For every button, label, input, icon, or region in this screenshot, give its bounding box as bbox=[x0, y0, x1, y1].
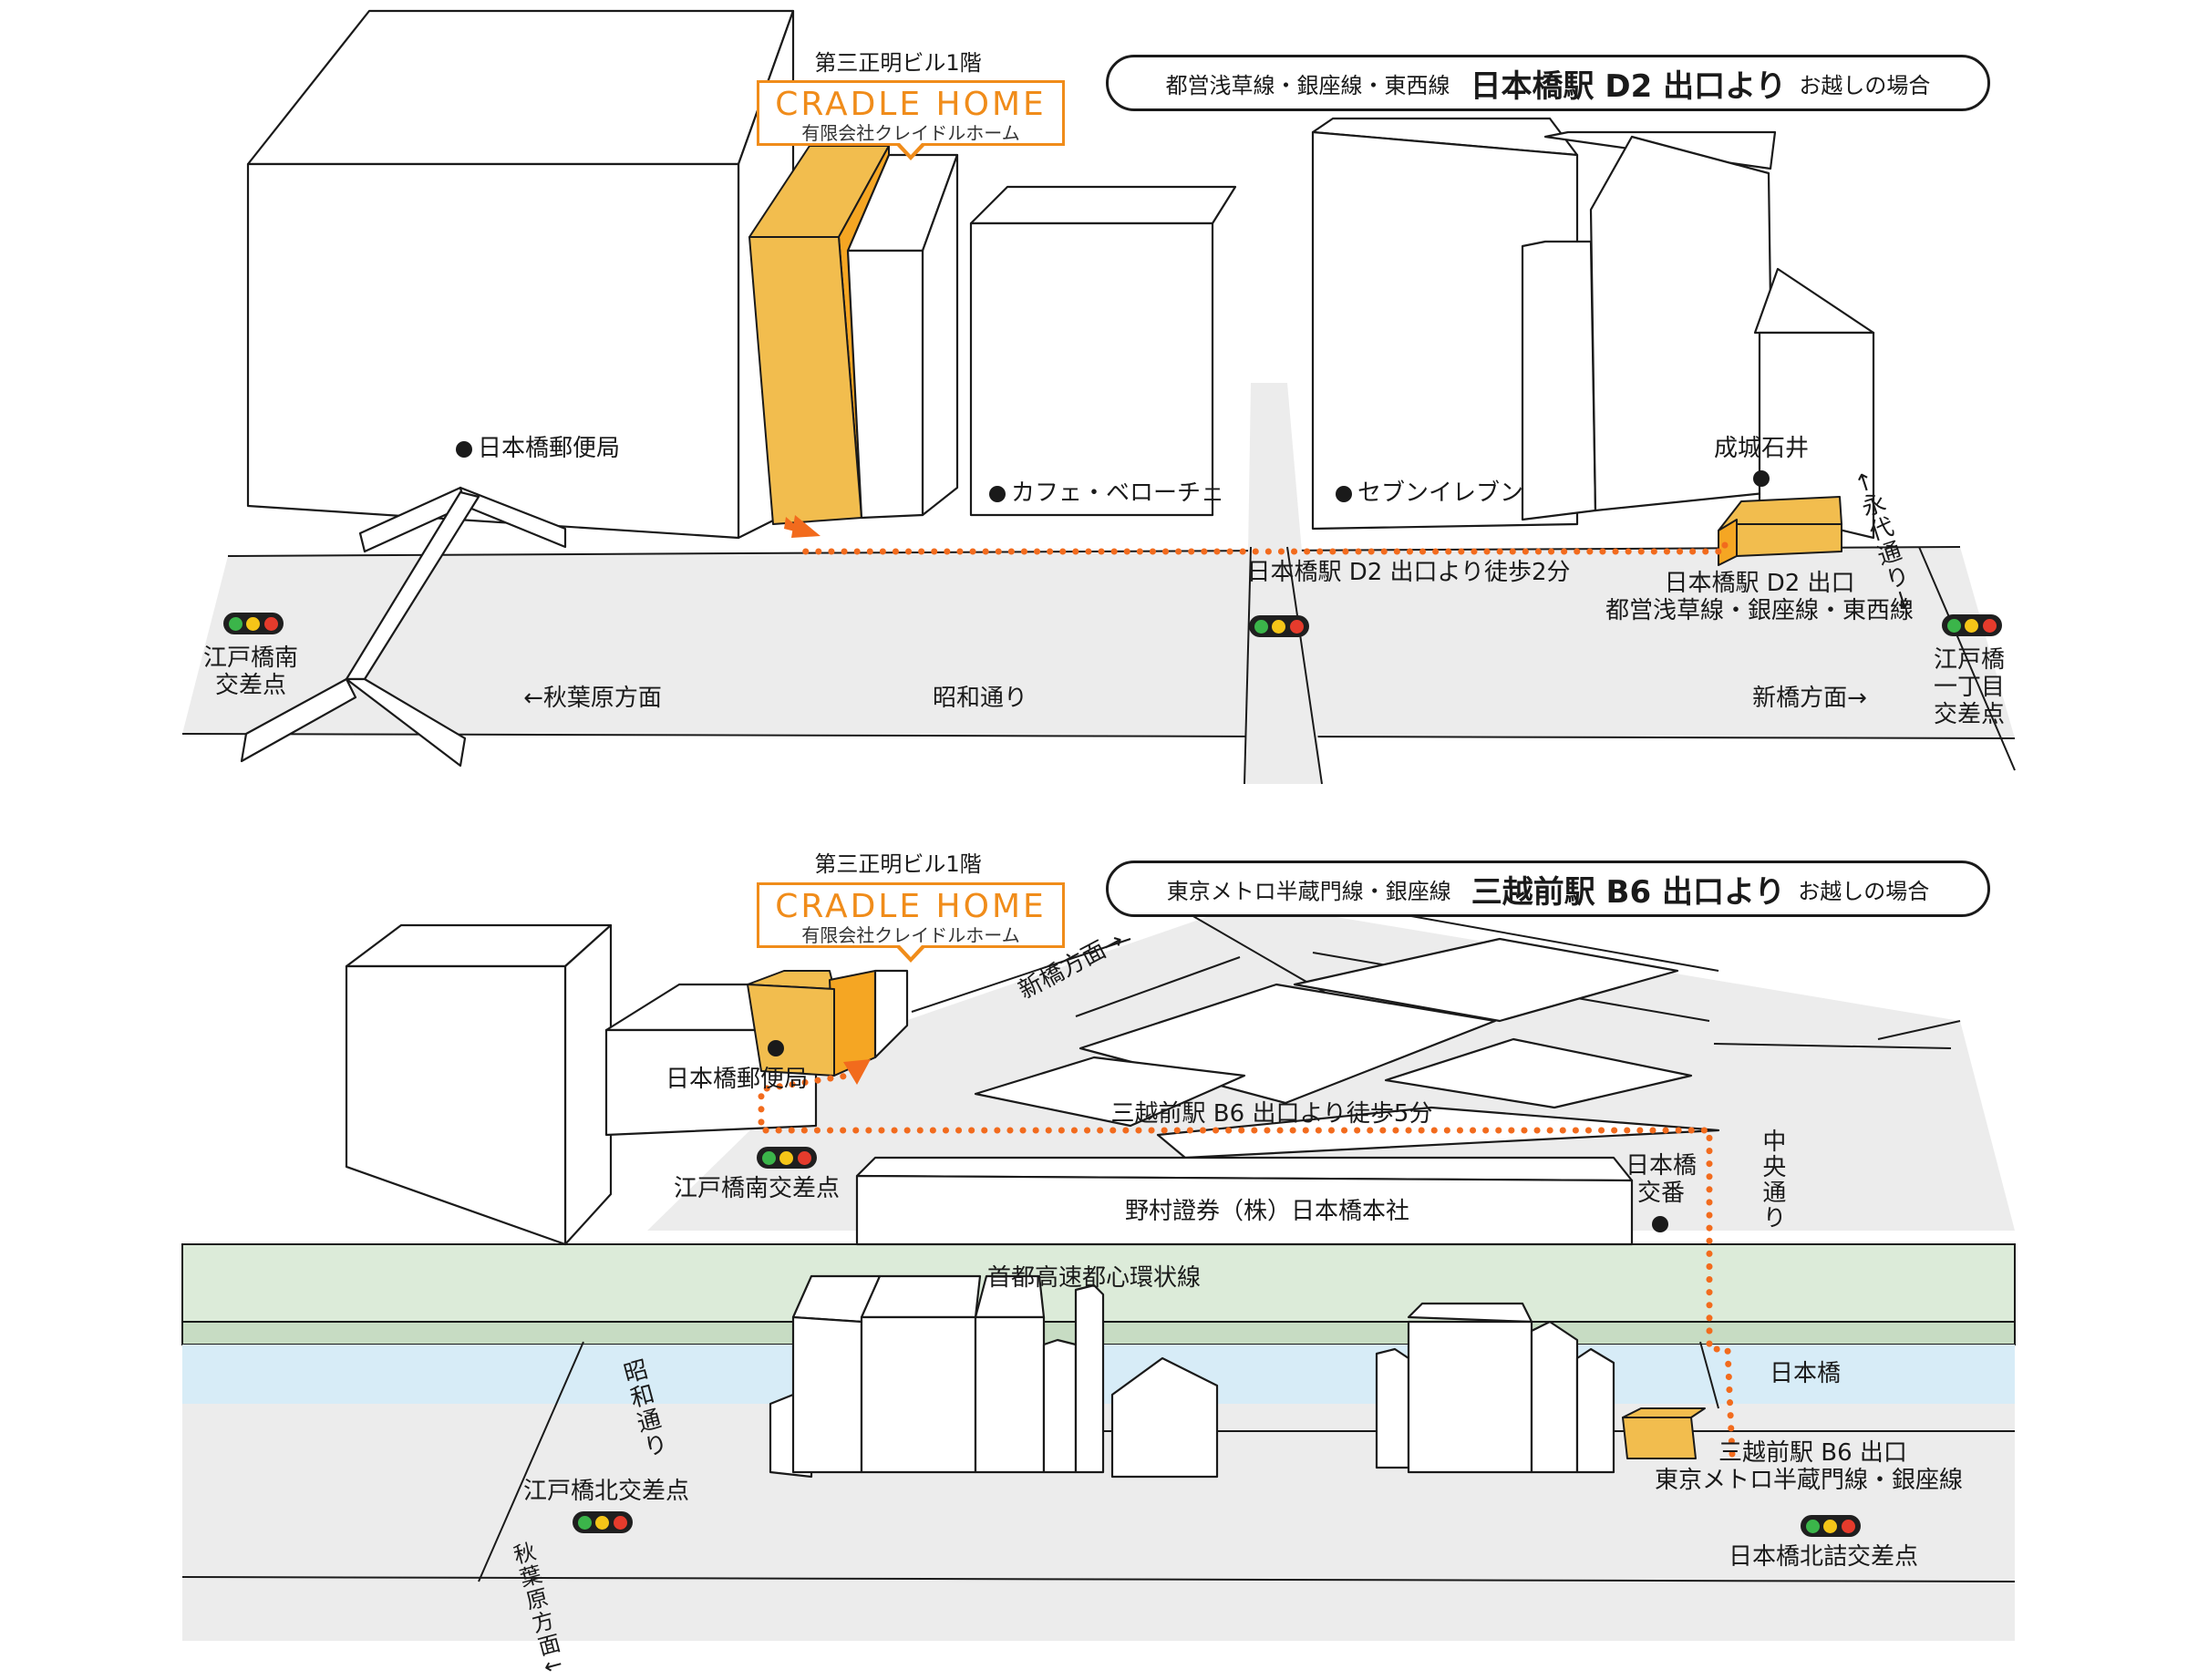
route-b6 bbox=[758, 1072, 1736, 1458]
brand-company-d2: 有限会社クレイドルホーム bbox=[801, 122, 1020, 144]
showa-road-top bbox=[182, 547, 2015, 738]
landmark-seijo-d2: 成城石井 bbox=[1714, 435, 1809, 490]
landmark-dot-icon bbox=[989, 485, 1006, 502]
route-lines-b6: 東京メトロ半蔵門線・銀座線 bbox=[1166, 878, 1451, 904]
intersection-edobashi-kita-b6: 江戸橋北交差点 bbox=[522, 1478, 690, 1505]
map-graphics: .b { fill: #ffffff; stroke: #1a1a1a; str… bbox=[181, 9, 2016, 1641]
seijo-building-top bbox=[1753, 267, 1875, 540]
landmark-nihonbashi-bridge-b6: 日本橋 bbox=[1769, 1360, 1842, 1387]
road-showa-d2: 昭和通り bbox=[932, 685, 1028, 712]
intersection-nihonbashi-kitazume-b6: 日本橋北詰交差点 bbox=[1728, 1543, 1919, 1571]
cafe-building-top bbox=[969, 185, 1237, 517]
intersection-edobashi-minami-d2: 江戸橋南 交差点 bbox=[202, 644, 299, 699]
route-box-b6: 東京メトロ半蔵門線・銀座線 三越前駅 B6 出口より お越しの場合 bbox=[1106, 861, 1990, 917]
route-station-b6: 三越前駅 B6 出口より bbox=[1471, 873, 1786, 911]
thin-building-top bbox=[846, 153, 959, 520]
brand-logo-b6: CRADLE HOME bbox=[775, 888, 1047, 925]
map-b6-graphics bbox=[181, 902, 2016, 1641]
block-4 bbox=[1156, 1106, 1720, 1160]
landmark-dot-icon bbox=[1336, 485, 1352, 502]
post-office-building-top bbox=[246, 9, 795, 540]
traffic-signal-icon bbox=[573, 1511, 633, 1533]
brand-callout-d2: CRADLE HOME 有限会社クレイドルホーム bbox=[757, 80, 1065, 160]
block-3 bbox=[1384, 1037, 1693, 1109]
walk-time-b6: 三越前駅 B6 出口より徒歩5分 bbox=[1110, 1100, 1433, 1128]
seven-building-top bbox=[1311, 117, 1579, 531]
landmark-dot-icon bbox=[456, 440, 472, 458]
landmark-expressway-b6: 首都高速都心環状線 bbox=[986, 1264, 1202, 1292]
block-2 bbox=[1293, 937, 1679, 1023]
block-5 bbox=[974, 1056, 1246, 1128]
route-lines-d2: 都営浅草線・銀座線・東西線 bbox=[1165, 72, 1450, 98]
river-buildings-right bbox=[1375, 1302, 1615, 1474]
route-suffix-d2: お越しの場合 bbox=[1799, 72, 1931, 98]
traffic-signal-icon bbox=[1942, 614, 2002, 636]
brand-callout-b6: CRADLE HOME 有限会社クレイドルホーム bbox=[757, 882, 1065, 963]
intersection-edobashi-minami-b6: 江戸橋南交差点 bbox=[673, 1175, 841, 1202]
side-street-top bbox=[1244, 383, 1322, 784]
landmark-dot-icon bbox=[1652, 1215, 1668, 1232]
landmark-dot-koban-b6 bbox=[1652, 1211, 1674, 1238]
road-chuo-b6: 中央通り bbox=[1758, 1129, 1786, 1231]
traffic-signal-icon bbox=[1801, 1515, 1861, 1537]
traffic-signal-icon bbox=[223, 613, 284, 634]
landmark-cafe-d2: カフェ・ベローチェ bbox=[989, 479, 1224, 508]
route-d2-arrowhead bbox=[791, 515, 820, 538]
landmark-dot-post-office-b6 bbox=[768, 1035, 790, 1062]
landmark-nomura-b6: 野村證券（株）日本橋本社 bbox=[1124, 1198, 1410, 1225]
b6-exit-structure bbox=[1622, 1407, 1706, 1459]
pedestrian-bridge-top bbox=[240, 486, 567, 768]
landmark-post-office-b6: 日本橋郵便局 bbox=[665, 1066, 809, 1093]
route-d2 bbox=[790, 541, 1729, 555]
landmark-post-office-d2: 日本橋郵便局 bbox=[456, 435, 620, 463]
route-station-d2: 日本橋駅 D2 出口より bbox=[1470, 67, 1787, 105]
exit-label-d2: 日本橋駅 D2 出口 都営浅草線・銀座線・東西線 bbox=[1605, 570, 1914, 624]
intersection-edobashi-1chome-d2: 江戸橋 一丁目 交差点 bbox=[1933, 646, 2006, 728]
walk-time-d2: 日本橋駅 D2 出口より徒歩2分 bbox=[1246, 559, 1571, 586]
map-d2-graphics bbox=[181, 9, 2016, 785]
river-buildings-left bbox=[769, 1274, 1219, 1479]
building-name-b6: 第三正明ビル1階 bbox=[814, 851, 982, 877]
road-akihabara-d2: ←秋葉原方面 bbox=[523, 685, 662, 712]
road-shinbashi-d2: 新橋方面→ bbox=[1752, 685, 1867, 712]
route-suffix-b6: お越しの場合 bbox=[1798, 878, 1930, 904]
brand-logo-d2: CRADLE HOME bbox=[775, 86, 1047, 123]
exit-label-b6: 三越前駅 B6 出口 東京メトロ半蔵門線・銀座線 bbox=[1655, 1439, 1964, 1494]
landmark-seven-d2: セブンイレブン bbox=[1336, 479, 1523, 508]
traffic-signal-icon bbox=[757, 1147, 817, 1169]
landmark-dot-icon bbox=[1752, 470, 1770, 488]
d2-exit-structure bbox=[1718, 496, 1842, 566]
traffic-signal-icon bbox=[1249, 615, 1309, 637]
tall-building-b6 bbox=[345, 923, 613, 1246]
landmark-koban-b6: 日本橋 交番 bbox=[1625, 1152, 1698, 1207]
nomura-building bbox=[855, 1156, 1634, 1246]
route-box-d2: 都営浅草線・銀座線・東西線 日本橋駅 D2 出口より お越しの場合 bbox=[1106, 55, 1990, 111]
tall-building-top bbox=[1521, 130, 1777, 521]
brand-company-b6: 有限会社クレイドルホーム bbox=[801, 924, 1020, 946]
route-b6-arrowhead bbox=[843, 1059, 871, 1085]
landmark-dot-icon bbox=[768, 1039, 784, 1056]
building-name-d2: 第三正明ビル1階 bbox=[814, 50, 982, 76]
